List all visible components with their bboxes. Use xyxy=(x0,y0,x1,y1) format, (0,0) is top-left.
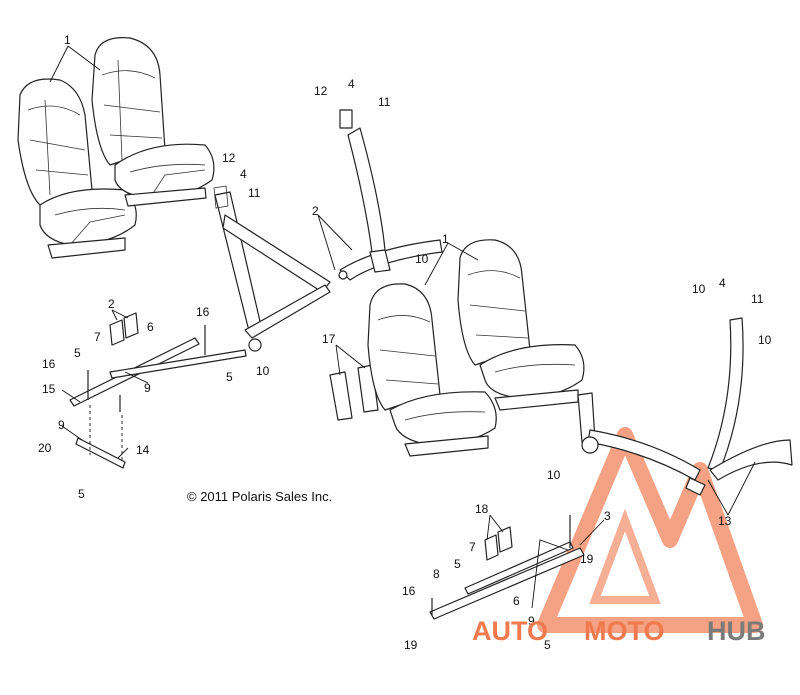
callout-labels: 1 1 2 2 3 4 4 4 5 5 5 5 5 6 6 7 7 8 9 9 … xyxy=(38,33,772,652)
callout-19: 19 xyxy=(404,638,418,652)
callout-1: 1 xyxy=(64,33,71,47)
callout-10: 10 xyxy=(256,364,270,378)
callout-9: 9 xyxy=(144,381,151,395)
seat-right-front xyxy=(457,239,585,411)
callout-10: 10 xyxy=(547,468,561,482)
callout-20: 20 xyxy=(38,441,52,455)
callout-8: 8 xyxy=(433,567,440,581)
callout-11: 11 xyxy=(378,95,391,109)
callout-7: 7 xyxy=(469,540,476,554)
callout-12: 12 xyxy=(314,84,328,98)
callout-16: 16 xyxy=(402,584,416,598)
callout-12: 12 xyxy=(222,151,236,165)
rail-assembly-left xyxy=(69,312,247,469)
callout-5: 5 xyxy=(74,346,81,360)
rail-assembly-right xyxy=(429,515,585,620)
callout-6: 6 xyxy=(513,594,520,608)
leader-lines xyxy=(49,45,756,609)
callout-1: 1 xyxy=(442,232,449,246)
seat-left-front xyxy=(91,37,215,207)
callout-4: 4 xyxy=(348,77,355,91)
callout-11: 11 xyxy=(751,292,764,306)
callout-14: 14 xyxy=(136,443,150,457)
seat-right-rear xyxy=(367,283,497,457)
belt-assembly-upper-right xyxy=(338,109,443,281)
svg-text:MOTO: MOTO xyxy=(584,616,665,646)
callout-6: 6 xyxy=(147,320,154,334)
callout-13: 13 xyxy=(718,514,732,528)
belt-assembly-upper-left xyxy=(213,185,331,352)
callout-16: 16 xyxy=(196,305,210,319)
callout-5: 5 xyxy=(454,557,461,571)
callout-2: 2 xyxy=(108,297,115,311)
copyright-text: © 2011 Polaris Sales Inc. xyxy=(187,489,332,504)
callout-9: 9 xyxy=(58,418,65,432)
callout-10: 10 xyxy=(758,333,772,347)
callout-7: 7 xyxy=(94,330,101,344)
callout-4: 4 xyxy=(240,167,247,181)
svg-text:HUB: HUB xyxy=(707,616,766,646)
callout-5: 5 xyxy=(226,370,233,384)
callout-10: 10 xyxy=(415,252,429,266)
callout-19: 19 xyxy=(580,552,594,566)
callout-16: 16 xyxy=(42,357,56,371)
callout-5: 5 xyxy=(544,638,551,652)
callout-9: 9 xyxy=(528,614,535,628)
callout-15: 15 xyxy=(42,382,56,396)
belt-assembly-right xyxy=(577,317,793,496)
callout-18: 18 xyxy=(475,502,489,516)
watermark-text: AUTO MOTO HUB xyxy=(472,616,766,646)
callout-11: 11 xyxy=(248,186,261,200)
callout-17: 17 xyxy=(322,332,336,346)
callout-3: 3 xyxy=(604,509,611,523)
watermark-logo xyxy=(537,427,763,633)
callout-10: 10 xyxy=(692,282,706,296)
callout-5: 5 xyxy=(78,487,85,501)
callout-4: 4 xyxy=(719,276,726,290)
svg-text:AUTO: AUTO xyxy=(472,616,548,646)
seat-left-rear xyxy=(17,78,137,259)
callout-2: 2 xyxy=(312,204,319,218)
pad-straps xyxy=(329,364,379,421)
